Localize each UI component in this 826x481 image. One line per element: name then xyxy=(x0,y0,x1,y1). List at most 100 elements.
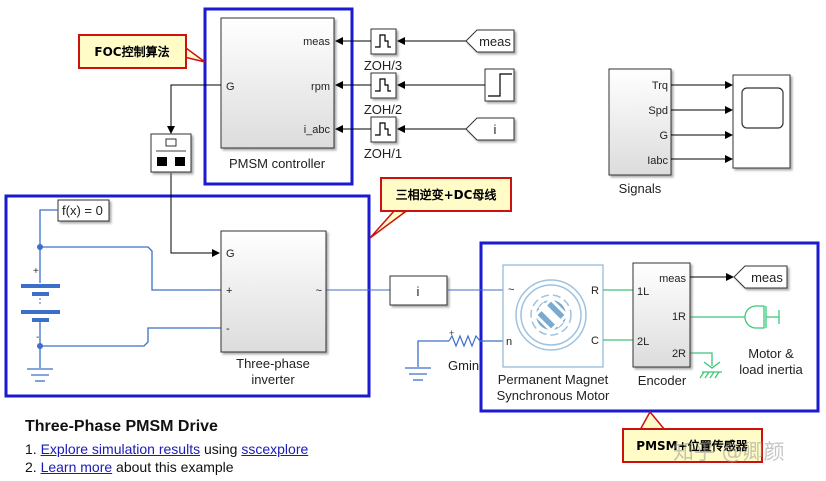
inertia-block[interactable]: Motor & load inertia xyxy=(739,305,804,377)
battery-minus-label: - xyxy=(36,332,39,343)
encoder-port-1r: 1R xyxy=(672,311,686,323)
solver-label: f(x) = 0 xyxy=(62,203,103,218)
ground-icon xyxy=(27,368,53,382)
pmsm-label-1: Permanent Magnet xyxy=(498,372,609,387)
scope-block[interactable] xyxy=(732,74,791,169)
mechanical-wires xyxy=(603,289,752,366)
from-i-block[interactable]: i xyxy=(465,117,515,141)
resistor-icon xyxy=(448,334,481,348)
line2-text: about this example xyxy=(112,459,234,475)
goto-meas-label: meas xyxy=(751,270,783,285)
gmin-resistor[interactable]: + Gmin xyxy=(448,328,481,373)
pmsm-label-2: Synchronous Motor xyxy=(497,388,610,403)
callout-inverter: 三相逆变+DC母线 xyxy=(369,177,512,239)
encoder-port-meas: meas xyxy=(659,273,686,285)
pmsm-port-n: n xyxy=(506,336,512,348)
encoder-port-2r: 2R xyxy=(672,348,686,360)
step-block[interactable] xyxy=(484,68,515,102)
signals-block[interactable]: Trq Spd G Iabc Signals xyxy=(608,68,672,196)
from-i-label: i xyxy=(494,122,497,137)
encoder-block[interactable]: meas 1L 1R 2L 2R Encoder xyxy=(632,262,691,388)
current-sensor-block[interactable]: i xyxy=(389,275,448,306)
signals-label: Signals xyxy=(619,181,662,196)
scope-screen-icon xyxy=(741,87,784,129)
inverter-port-plus: + xyxy=(226,285,232,297)
current-sensor-label: i xyxy=(417,284,420,299)
battery-plus-label: + xyxy=(33,266,39,277)
inverter-label-1: Three-phase xyxy=(236,356,310,371)
signal-converter-block[interactable] xyxy=(150,133,192,173)
callout-motor: PMSM+位置传感器 xyxy=(622,410,763,463)
junction-dot xyxy=(37,343,43,349)
zoh2-label: ZOH/2 xyxy=(364,102,402,117)
dc-bus-wires xyxy=(39,209,503,368)
pmsm-controller-block[interactable]: G meas rpm i_abc PMSM controller xyxy=(220,17,335,171)
annotation-line-2: 2. Learn more about this example xyxy=(25,458,308,476)
signals-port-g: G xyxy=(659,130,668,142)
line2-number: 2. xyxy=(25,459,37,475)
inverter-block[interactable]: G + - ~ Three-phase inverter xyxy=(220,230,327,387)
learn-more-link[interactable]: Learn more xyxy=(40,459,113,475)
annotation-line-1: 1. Explore simulation results using ssce… xyxy=(25,440,308,458)
gmin-label: Gmin xyxy=(448,358,479,373)
line1-text: using xyxy=(200,441,242,457)
zoh1-block[interactable]: ZOH/1 xyxy=(364,116,402,161)
from-meas-label: meas xyxy=(479,34,511,49)
junction-dot xyxy=(37,244,43,250)
pmsm-block[interactable]: ~ n R C Permanent Magnet Synchronous Mot… xyxy=(497,264,610,403)
signals-port-trq: Trq xyxy=(652,80,668,92)
pmsm-port-ac: ~ xyxy=(508,284,514,296)
inertia-icon xyxy=(744,305,765,329)
encoder-port-2l: 2L xyxy=(637,336,649,348)
goto-meas-block[interactable]: meas xyxy=(733,265,788,289)
controller-port-g: G xyxy=(226,81,235,93)
watermark: 知乎 @卿颜 xyxy=(673,440,785,464)
callout-inverter-text: 三相逆变+DC母线 xyxy=(396,187,497,202)
pmsm-port-c: C xyxy=(591,335,599,347)
group-box-motor xyxy=(479,241,820,413)
group-box-inverter xyxy=(4,194,371,398)
callout-foc-text: FOC控制算法 xyxy=(94,44,169,59)
svg-text:+: + xyxy=(449,328,454,338)
inverter-port-minus: - xyxy=(226,323,230,335)
encoder-label: Encoder xyxy=(638,373,687,388)
ground-icon xyxy=(405,367,431,381)
zoh3-label: ZOH/3 xyxy=(364,58,402,73)
solver-config-block[interactable]: f(x) = 0 xyxy=(57,199,110,222)
zoh1-label: ZOH/1 xyxy=(364,146,402,161)
mechanical-reference-icon xyxy=(699,361,722,379)
scope-signal-lines xyxy=(671,81,733,163)
controller-label: PMSM controller xyxy=(229,156,326,171)
signals-port-spd: Spd xyxy=(648,105,668,117)
zoh-icon xyxy=(375,34,391,48)
motor-icon xyxy=(515,279,587,351)
controller-port-meas: meas xyxy=(303,36,330,48)
zoh3-block[interactable]: ZOH/3 xyxy=(364,28,402,73)
sscexplore-link[interactable]: sscexplore xyxy=(241,441,309,457)
line1-number: 1. xyxy=(25,441,37,457)
inverter-port-ac: ~ xyxy=(316,285,322,297)
zoh-icon xyxy=(375,122,391,136)
callout-foc: FOC控制算法 xyxy=(78,34,206,69)
callout-motor-text: PMSM+位置传感器 xyxy=(636,438,748,453)
controller-port-iabc: i_abc xyxy=(304,124,331,136)
model-annotation: Three-Phase PMSM Drive 1. Explore simula… xyxy=(25,418,308,476)
inverter-label-2: inverter xyxy=(251,372,295,387)
step-icon xyxy=(488,73,512,97)
model-title: Three-Phase PMSM Drive xyxy=(25,418,218,435)
explore-results-link[interactable]: Explore simulation results xyxy=(40,441,201,457)
signals-port-iabc: Iabc xyxy=(647,155,668,167)
controller-signal-lines xyxy=(167,37,485,257)
inertia-label-2: load inertia xyxy=(739,362,803,377)
controller-port-rpm: rpm xyxy=(311,81,330,93)
zoh2-block[interactable]: ZOH/2 xyxy=(364,72,402,117)
group-box-controller xyxy=(203,7,354,186)
from-meas-block[interactable]: meas xyxy=(465,29,515,53)
inverter-port-g: G xyxy=(226,248,235,260)
pmsm-port-r: R xyxy=(591,285,599,297)
encoder-port-1l: 1L xyxy=(637,286,649,298)
zoh-icon xyxy=(375,78,391,92)
inertia-label-1: Motor & xyxy=(748,346,794,361)
battery-icon: + - xyxy=(21,266,60,343)
